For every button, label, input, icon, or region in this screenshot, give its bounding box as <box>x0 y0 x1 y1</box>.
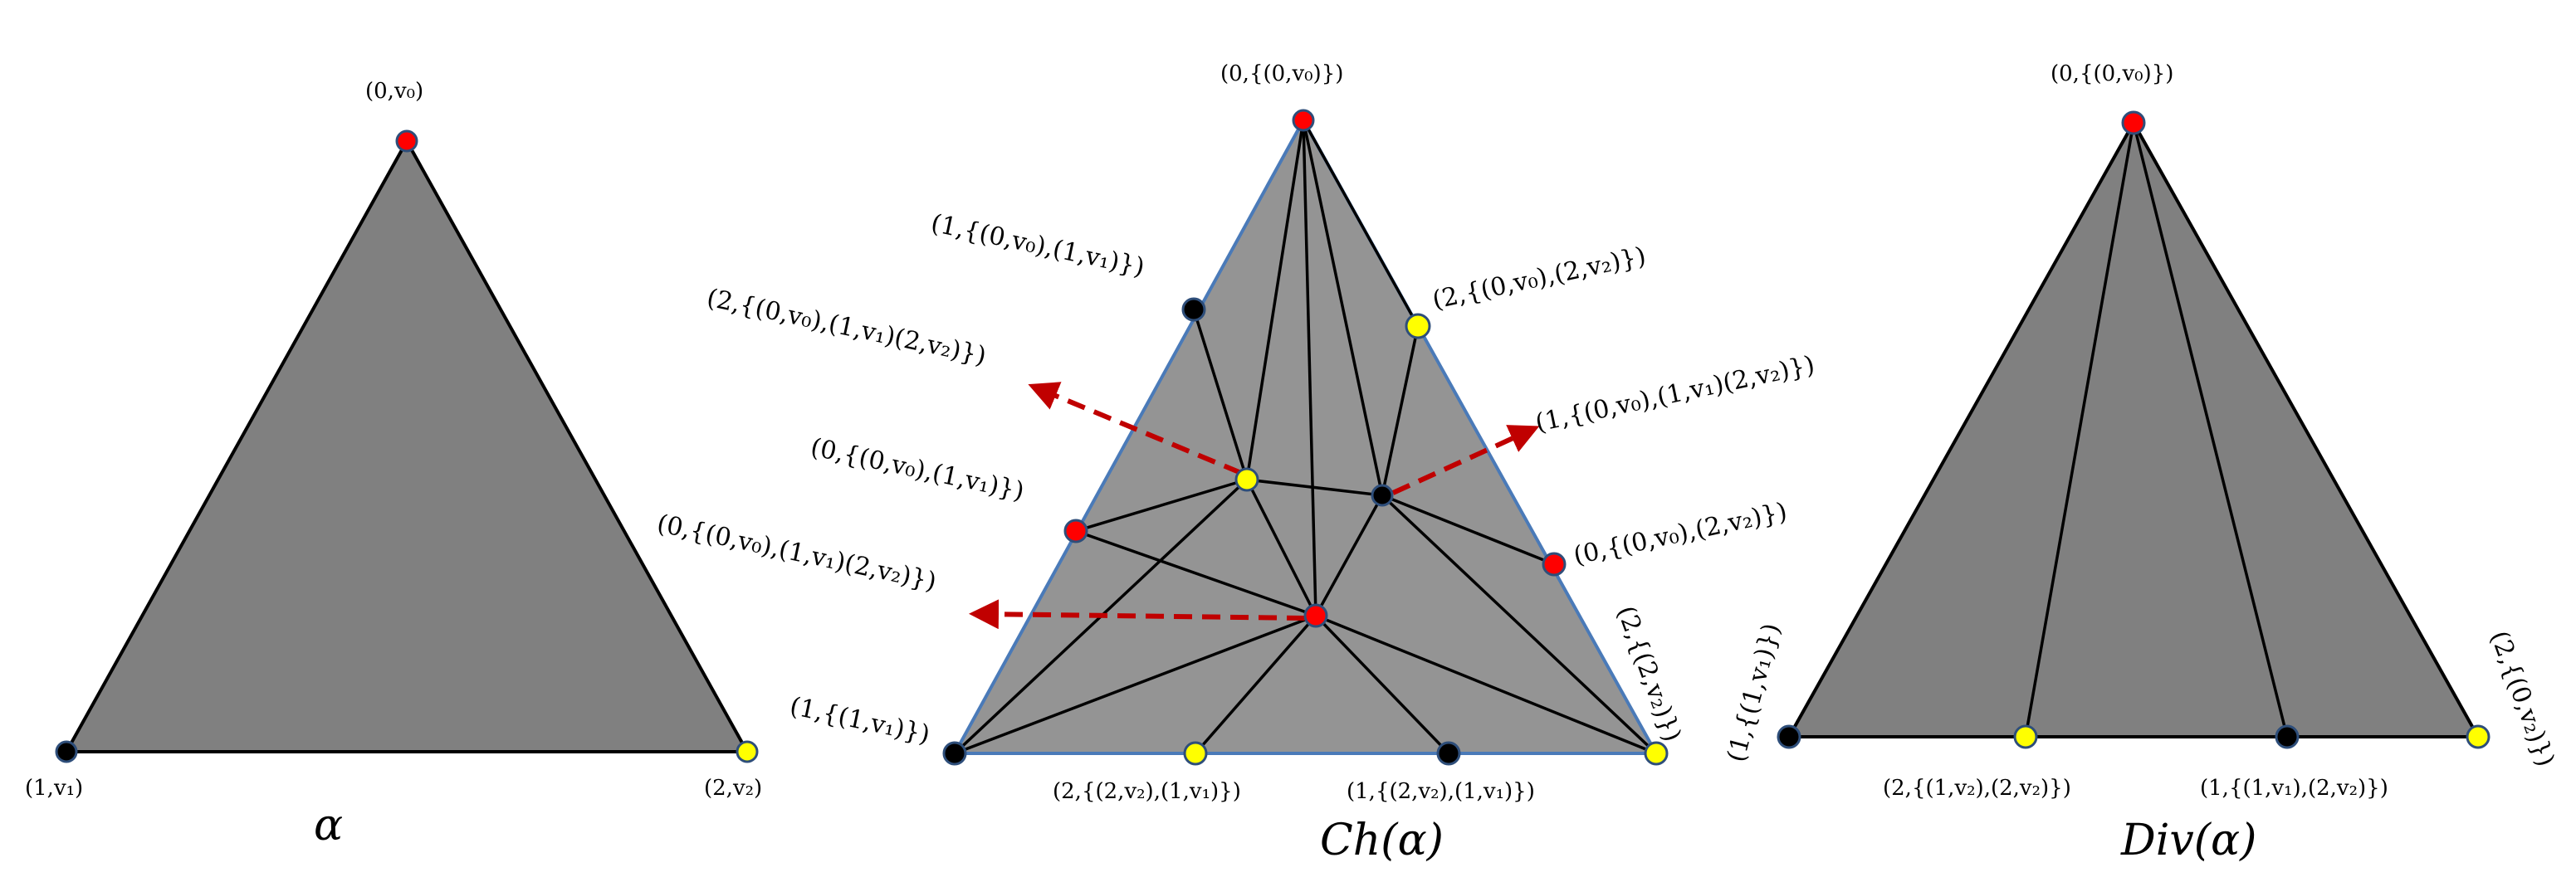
ch-label-l2: (2,{(0,v₀),(1,v₁)(2,v₂)}) <box>704 284 989 372</box>
simplex-alpha: (0,v₀) (1,v₁) (2,v₂) α <box>25 79 762 850</box>
ch-vertex-bottom-black <box>1436 741 1461 766</box>
ch-vertex-top-red <box>1292 109 1315 132</box>
ch-vertex-bottom-right-yellow <box>1644 741 1669 766</box>
ch-triangle <box>953 119 1658 755</box>
ch-vertex-left-black-upper <box>1181 297 1206 322</box>
ch-vertex-inner-black <box>1371 484 1394 507</box>
div-top-label: (0,{(0,v₀)}) <box>2051 61 2173 86</box>
alpha-left-label: (1,v₁) <box>25 776 83 801</box>
ch-label-l3: (0,{(0,v₀),(1,v₁)}) <box>808 433 1026 507</box>
ch-vertex-inner-yellow <box>1234 467 1259 492</box>
ch-vertex-bottom-yellow <box>1183 741 1208 766</box>
ch-caption: Ch(α) <box>1320 816 1444 865</box>
ch-label-b1: (2,{(2,v₂),(1,v₁)}) <box>1053 779 1241 804</box>
div-caption: Div(α) <box>2120 816 2256 865</box>
alpha-vertex-yellow <box>736 740 759 763</box>
div-bottom-label-2: (1,{(1,v₁),(2,v₂)}) <box>2200 776 2388 801</box>
div-vertex-mid-yellow <box>2013 724 2038 749</box>
div-vertex-left-black <box>1777 724 1801 749</box>
ch-vertex-inner-red <box>1303 603 1328 628</box>
ch-vertex-bottom-left-black <box>942 741 967 766</box>
ch-edges <box>953 119 1658 755</box>
alpha-caption: α <box>314 801 343 850</box>
div-vertex-top-red <box>2121 110 2146 135</box>
alpha-right-label: (2,v₂) <box>704 776 762 801</box>
ch-top-label: (0,{(0,v₀)}) <box>1220 61 1343 86</box>
ch-label-r3: (0,{(0,v₀),(2,v₂)}) <box>1571 497 1789 571</box>
alpha-vertex-black <box>55 740 78 763</box>
simplex-division: (0,{(0,v₀)}) (1,{(1,v₁)}) (2,{(0,v₂)}) (… <box>1722 61 2560 865</box>
simplex-chromatic: (0,{(0,v₀)}) (1,{(0,v₀),(1,v₁)}) (2,{(0,… <box>654 61 1817 865</box>
alpha-top-label: (0,v₀) <box>365 79 423 104</box>
ch-label-r2: (1,{(0,v₀),(1,v₁)(2,v₂)}) <box>1532 350 1817 438</box>
ch-label-l1: (1,{(0,v₀),(1,v₁)}) <box>928 209 1146 283</box>
ch-arrow-right <box>1391 425 1540 495</box>
alpha-triangle <box>65 139 749 753</box>
ch-arrow-upper-left <box>1028 382 1243 475</box>
ch-arrow-lower-left <box>969 599 1306 630</box>
ch-label-l4: (0,{(0,v₀),(1,v₁)(2,v₂)}) <box>654 509 939 597</box>
ch-label-b2: (1,{(2,v₂),(1,v₁)}) <box>1347 779 1535 804</box>
div-bottom-label-1: (2,{(1,v₂),(2,v₂)}) <box>1883 776 2071 801</box>
ch-label-l5: (1,{(1,v₁)}) <box>787 692 932 750</box>
div-edge-2 <box>2132 122 2289 738</box>
div-left-label: (1,{(1,v₁)}) <box>1722 621 1787 765</box>
div-vertex-right-yellow <box>2466 724 2490 749</box>
ch-vertex-right-yellow <box>1405 313 1431 339</box>
div-vertex-mid-black <box>2275 724 2300 749</box>
ch-vertex-right-red <box>1542 552 1567 577</box>
div-triangle <box>1787 121 2480 738</box>
alpha-vertex-red <box>395 129 418 153</box>
ch-label-r1: (2,{(0,v₀),(2,v₂)}) <box>1430 241 1648 315</box>
ch-vertex-left-red <box>1063 519 1088 543</box>
div-edge-1 <box>2024 122 2135 738</box>
div-right-label: (2,{(0,v₂)}) <box>2484 627 2559 771</box>
